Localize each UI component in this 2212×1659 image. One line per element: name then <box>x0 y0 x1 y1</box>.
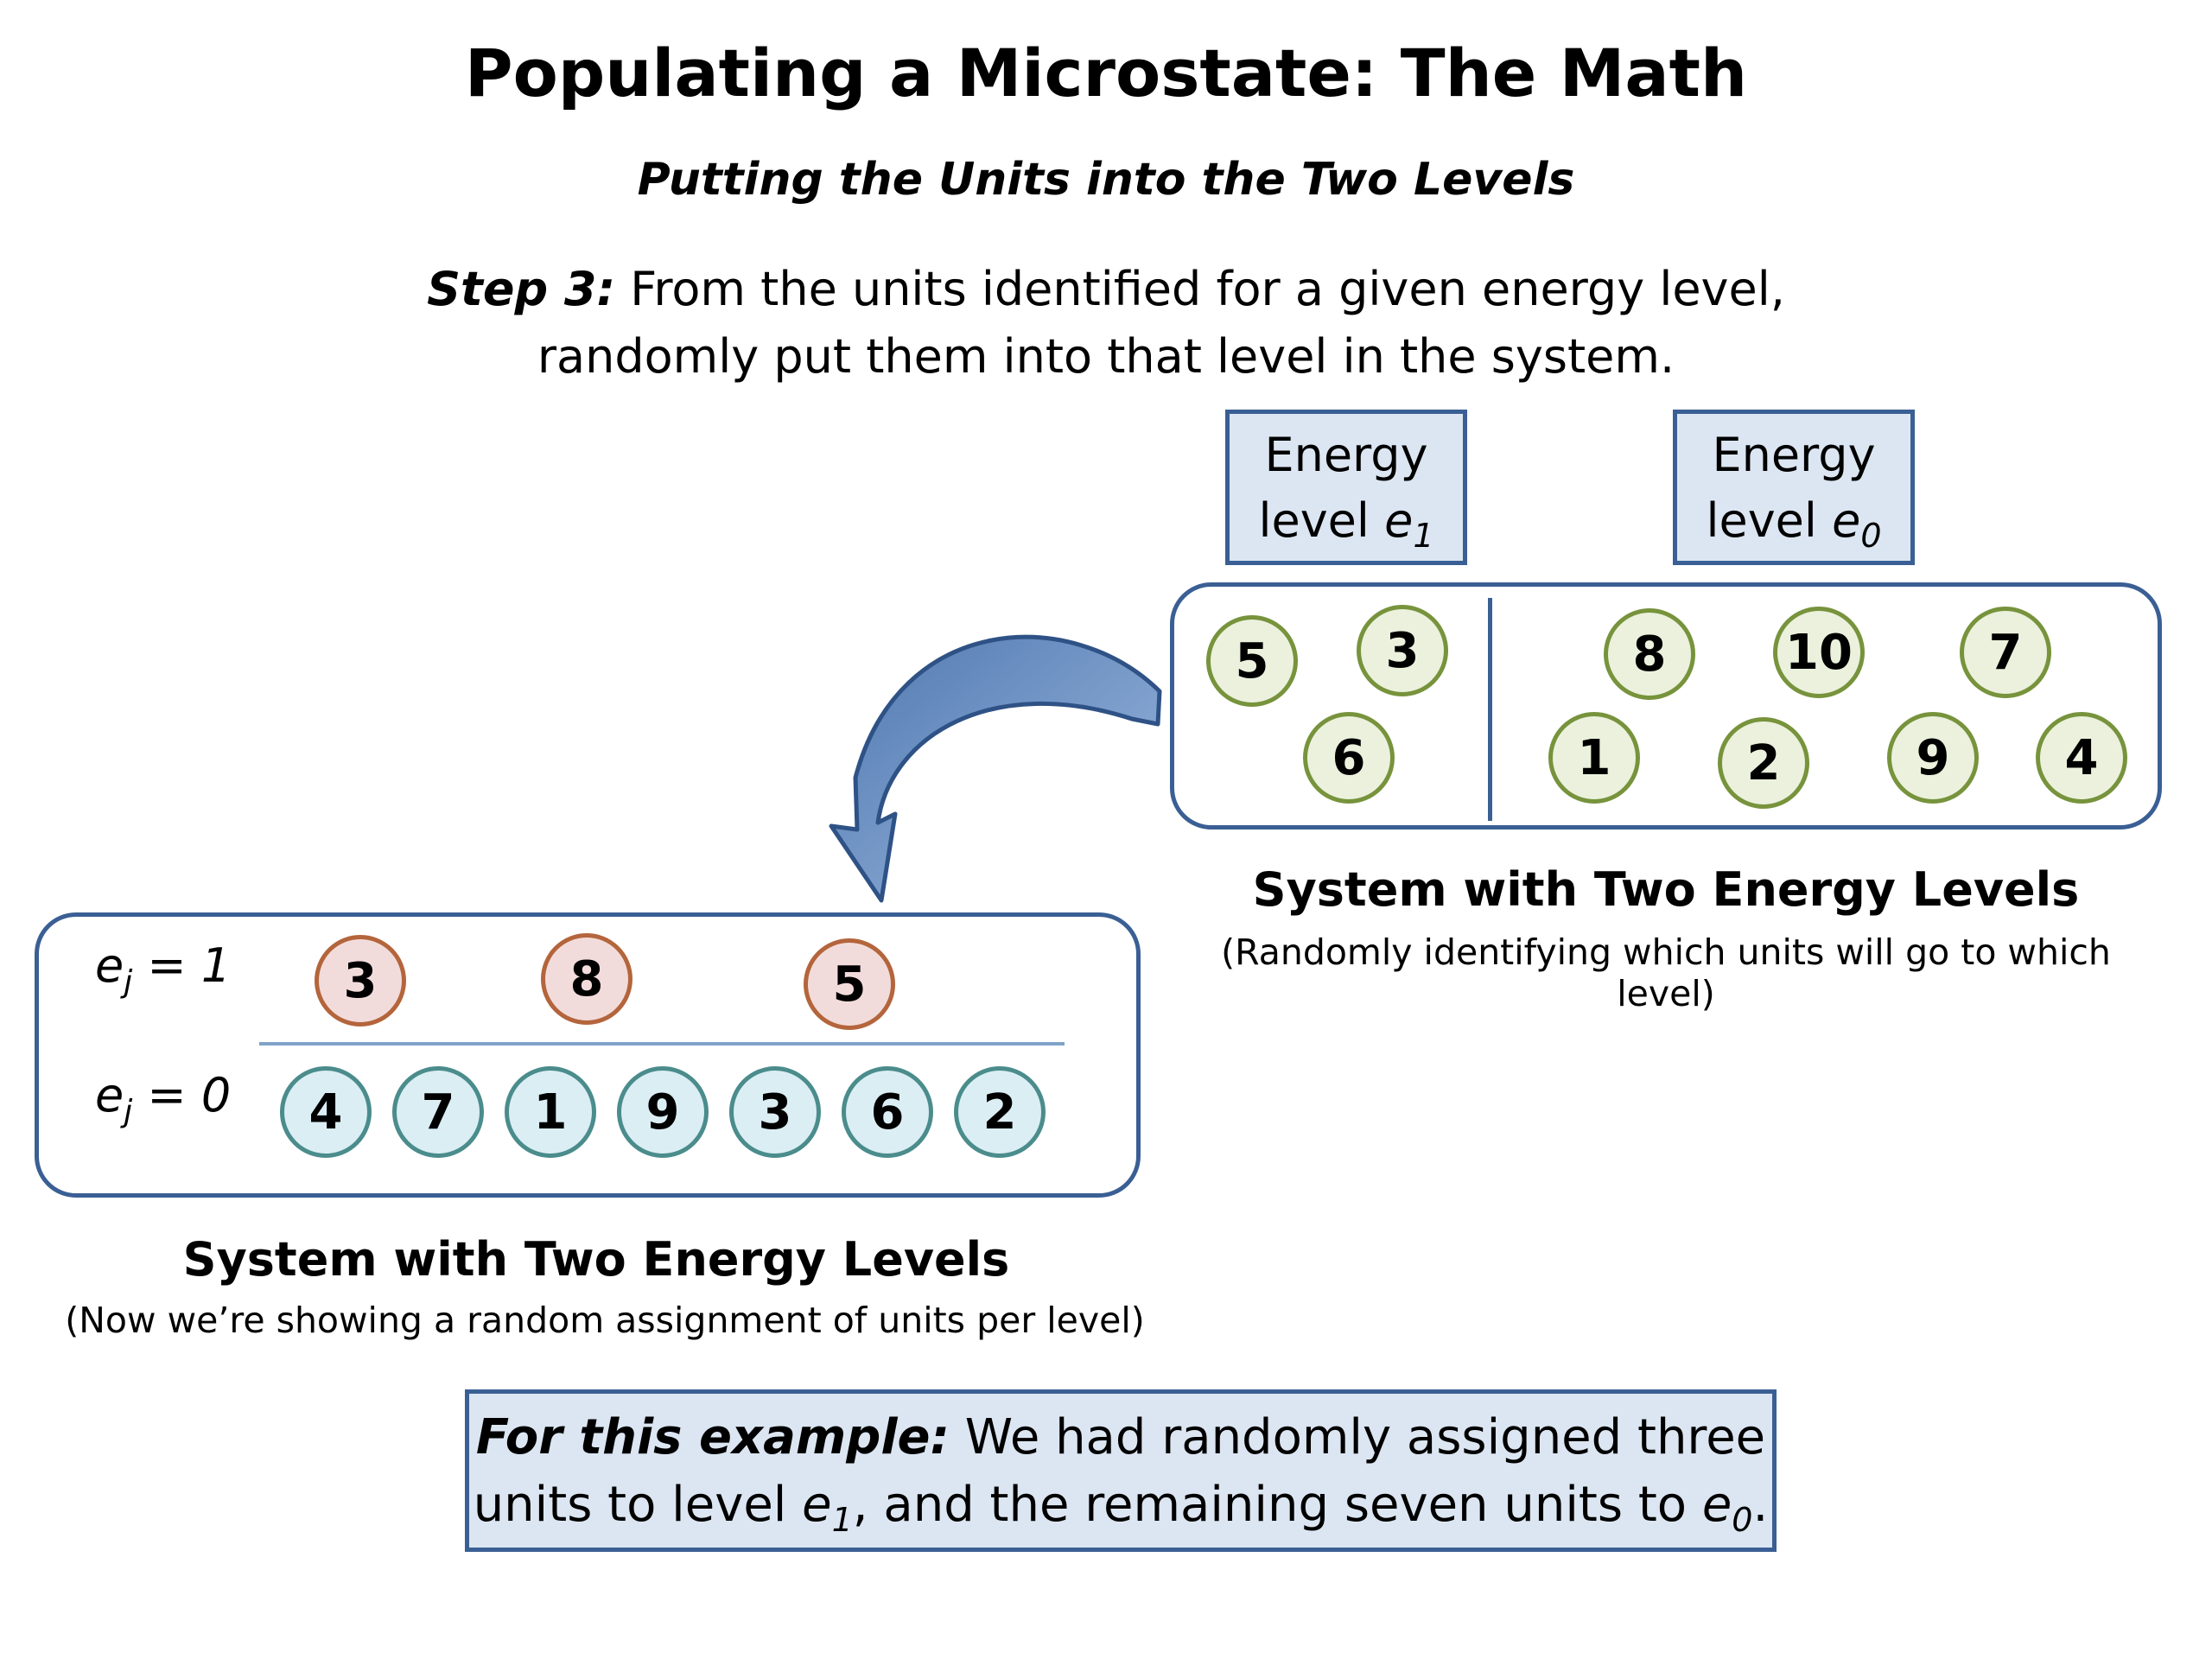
page-title: Populating a Microstate: The Math <box>464 35 1748 111</box>
step-line2: randomly put them into that level in the… <box>537 329 1675 384</box>
note-var2: e <box>1701 1477 1732 1533</box>
curved-arrow-icon <box>829 634 1162 903</box>
note-sub1: 1 <box>831 1501 853 1540</box>
note-text2: units to level <box>473 1477 803 1533</box>
bottom-system-caption: System with Two Energy Levels <box>182 1232 1010 1287</box>
level-separator-line <box>259 1042 1065 1046</box>
unit-circle: 3 <box>315 935 406 1027</box>
unit-circle: 9 <box>1887 712 1979 804</box>
unit-circle: 3 <box>1357 605 1448 696</box>
unit-circle: 7 <box>1960 607 2051 698</box>
example-note-box: For this example: We had randomly assign… <box>465 1389 1777 1552</box>
level-e1-sub: 1 <box>1413 516 1434 555</box>
step-lead: Step 3: <box>427 262 616 316</box>
energy-level-e1-box: Energy level e1 <box>1225 410 1467 565</box>
page-subtitle: Putting the Units into the Two Levels <box>637 154 1575 206</box>
energy-level-e0-box: Energy level e0 <box>1673 410 1915 565</box>
unit-circle: 6 <box>842 1066 933 1158</box>
note-var1: e <box>802 1477 832 1533</box>
unit-circle: 2 <box>1718 717 1809 809</box>
note-text4: . <box>1752 1477 1769 1533</box>
unit-circle: 4 <box>2036 712 2127 804</box>
unit-circle: 7 <box>392 1066 484 1158</box>
level-label-lower: ej = 0 <box>95 1068 232 1129</box>
unit-circle: 3 <box>729 1066 821 1158</box>
step-line1: From the units identified for a given en… <box>615 262 1785 316</box>
level-e1-var: e <box>1384 493 1414 548</box>
bottom-system-caption-sub: (Now we’re showing a random assignment o… <box>65 1300 1145 1341</box>
note-lead: For this example: <box>475 1409 950 1465</box>
level-label-upper: ej = 1 <box>95 938 232 1000</box>
unit-circle: 5 <box>1206 615 1298 707</box>
unit-circle: 4 <box>280 1066 372 1158</box>
unit-circle: 1 <box>505 1066 596 1158</box>
unit-circle: 8 <box>1604 608 1695 700</box>
unit-circle: 6 <box>1303 712 1395 804</box>
level-e0-line1: Energy <box>1712 428 1876 482</box>
step-description: Step 3: From the units identified for a … <box>259 256 1953 391</box>
unit-circle: 8 <box>541 933 632 1025</box>
top-system-caption-sub: (Randomly identifying which units will g… <box>1221 931 2111 1014</box>
note-sub2: 0 <box>1732 1501 1753 1540</box>
unit-circle: 5 <box>804 938 895 1030</box>
unit-circle: 9 <box>617 1066 709 1158</box>
note-text3: , and the remaining seven units to <box>852 1477 1702 1533</box>
top-system-caption: System with Two Energy Levels <box>1252 862 2080 917</box>
level-divider <box>1488 598 1492 821</box>
unit-circle: 1 <box>1548 712 1640 804</box>
level-e0-sub: 0 <box>1860 516 1882 555</box>
note-text1: We had randomly assigned three <box>949 1409 1766 1465</box>
level-e0-var: e <box>1832 493 1861 548</box>
unit-circle: 10 <box>1773 607 1865 698</box>
level-e1-line1: Energy <box>1264 428 1428 482</box>
unit-circle: 2 <box>954 1066 1046 1158</box>
level-e1-line2: level <box>1258 493 1385 548</box>
level-e0-line2: level <box>1706 493 1833 548</box>
